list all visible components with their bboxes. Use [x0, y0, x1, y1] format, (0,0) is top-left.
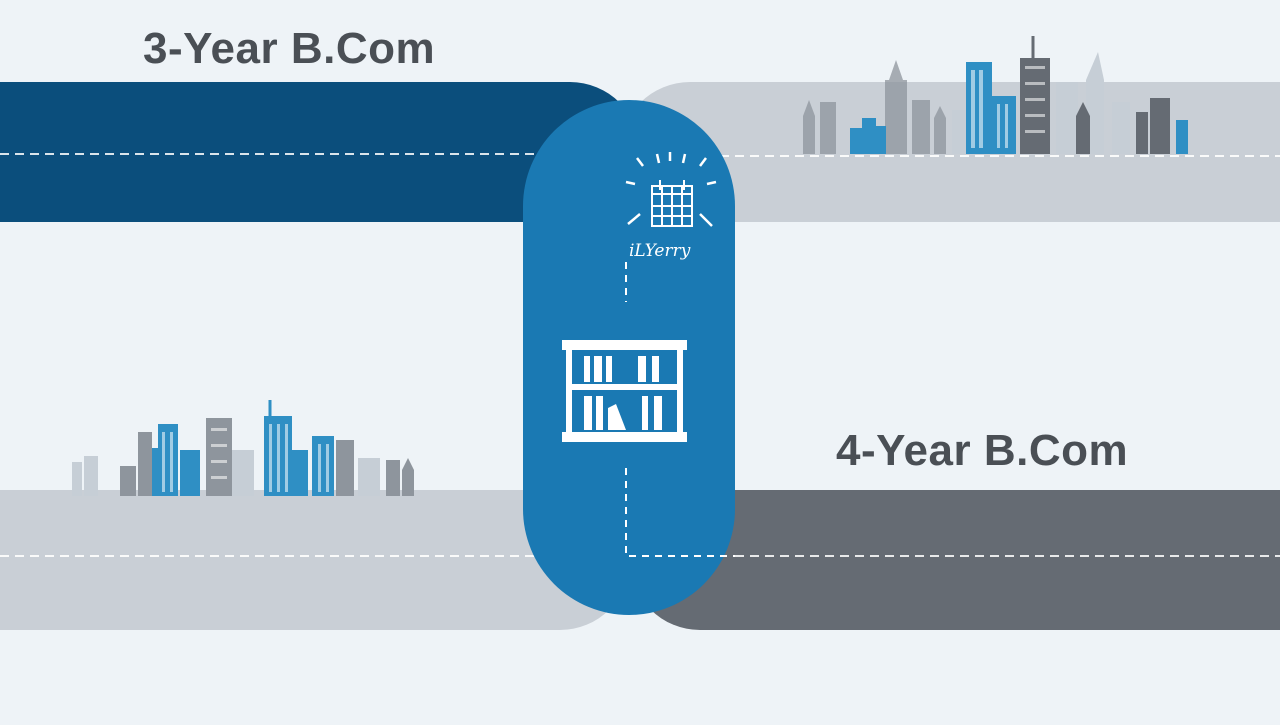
four-year-heading: 4-Year B.Com — [836, 426, 1129, 475]
calendar-icon — [625, 152, 717, 227]
track-4-year-band — [630, 490, 1280, 630]
bottom-left-city-skyline — [72, 400, 414, 496]
track-4-year — [630, 490, 1280, 630]
top-right-city-skyline — [803, 36, 1188, 154]
track-3-year — [0, 82, 640, 222]
track-lower-left-band — [0, 490, 630, 630]
track-3-year-band — [0, 82, 640, 222]
calendar-caption: iLYerry — [629, 241, 691, 261]
bookshelf-books — [584, 356, 662, 430]
connector-dash-lower — [625, 468, 735, 557]
connector-pill — [523, 100, 735, 615]
bookshelf-icon — [562, 340, 687, 442]
transition-connector: iLYerry — [523, 100, 1280, 615]
calendar-rays — [625, 152, 717, 227]
track-lower-left — [0, 490, 630, 630]
three-year-heading: 3-Year B.Com — [143, 24, 436, 73]
